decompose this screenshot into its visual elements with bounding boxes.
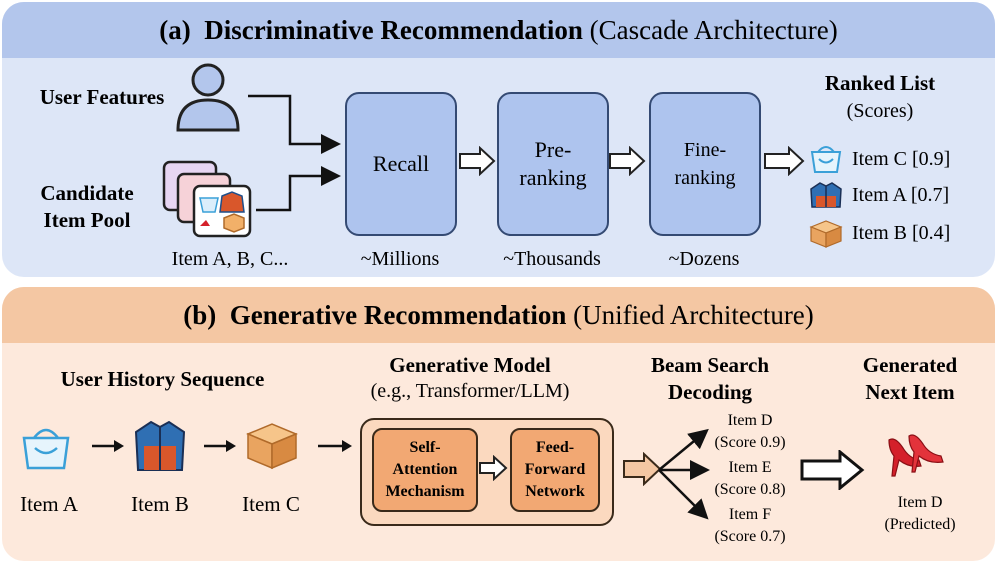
ranked-item-label: Item C [0.9] xyxy=(852,147,951,170)
history-arrow xyxy=(204,440,236,452)
user-features-label: User Features xyxy=(39,85,165,109)
stage-preranking-line1: Pre- xyxy=(534,137,572,162)
panel-a-title-bold: Discriminative Recommendation xyxy=(204,14,583,45)
self-attention-line1: Self- xyxy=(409,439,441,456)
self-attention-line3: Mechanism xyxy=(385,483,465,500)
self-attention-box: Self- Attention Mechanism xyxy=(372,428,478,512)
beam-item: Item D xyxy=(727,412,773,429)
panel-b-title: (b) Generative Recommendation (Unified A… xyxy=(2,287,995,343)
panel-b-title-bold: Generative Recommendation xyxy=(229,299,567,330)
stage-fineranking-line2: ranking xyxy=(674,167,736,189)
panel-discriminative: (a) Discriminative Recommendation (Casca… xyxy=(2,2,995,277)
history-item-label: Item C xyxy=(242,492,300,516)
history-arrow xyxy=(92,440,124,452)
history-item-label: Item B xyxy=(131,492,189,516)
history-to-model-arrow xyxy=(318,440,352,452)
history-item-label: Item A xyxy=(20,492,78,516)
beam-candidate: Item D (Score 0.9) xyxy=(700,410,800,454)
beam-search-line1: Beam Search xyxy=(650,353,769,377)
pool-items-label: Item A, B, C... xyxy=(171,248,289,270)
beam-candidate: Item E (Score 0.8) xyxy=(700,457,800,501)
bag-icon xyxy=(22,428,70,470)
generated-note: (Predicted) xyxy=(884,516,956,533)
ranked-item-label: Item A [0.7] xyxy=(852,183,950,206)
panel-a-title-prefix: (a) xyxy=(159,14,191,45)
stage-recall-label: Recall xyxy=(372,151,430,176)
stage-arrow-2 xyxy=(609,146,646,176)
candidate-pool-label: Candidate Item Pool xyxy=(22,180,152,234)
generated-item: Item D xyxy=(897,494,943,511)
box-icon xyxy=(809,220,843,248)
input-arrows xyxy=(248,94,341,212)
beam-search-line2: Decoding xyxy=(668,380,752,404)
ranked-list-title: Ranked List xyxy=(824,71,936,95)
ranked-list-subtitle: (Scores) xyxy=(846,100,914,122)
ranked-item: Item C [0.9] xyxy=(808,144,950,174)
jacket-icon xyxy=(134,420,186,471)
feed-forward-line1: Feed- xyxy=(535,439,575,456)
item-pool-cards-icon xyxy=(162,160,252,238)
beam-branches xyxy=(658,428,710,520)
generated-title-line1: Generated xyxy=(862,353,958,377)
stage-arrow-3 xyxy=(764,146,805,176)
stage-fineranking-line1: Fine- xyxy=(683,139,727,161)
panel-b-title-prefix: (b) xyxy=(183,299,217,330)
beam-search-title: Beam Search Decoding xyxy=(630,352,790,406)
self-attention-line2: Attention xyxy=(392,461,458,478)
generated-title: Generated Next Item xyxy=(832,352,988,406)
high-heels-icon xyxy=(888,434,944,477)
generated-title-line2: Next Item xyxy=(865,380,955,404)
generated-item-label: Item D (Predicted) xyxy=(860,492,980,536)
model-to-beam-arrow xyxy=(623,452,662,486)
candidate-pool-line2: Item Pool xyxy=(43,208,131,232)
beam-score: (Score 0.9) xyxy=(714,434,786,451)
box-icon xyxy=(246,423,298,470)
beam-item: Item F xyxy=(728,506,772,523)
jacket-icon xyxy=(810,182,842,208)
model-subtitle: (e.g., Transformer/LLM) xyxy=(370,380,570,402)
feed-forward-line2: Forward xyxy=(524,461,586,478)
stage-preranking-line2: ranking xyxy=(519,165,587,190)
stage-recall-scale: ~Millions xyxy=(360,248,440,270)
stage-recall: Recall xyxy=(345,92,457,236)
panel-a-title: (a) Discriminative Recommendation (Casca… xyxy=(2,2,995,58)
beam-candidate: Item F (Score 0.7) xyxy=(700,504,800,548)
feed-forward-box: Feed- Forward Network xyxy=(510,428,600,512)
attention-to-ffn-arrow xyxy=(479,455,508,481)
feed-forward-line3: Network xyxy=(525,483,585,500)
ranked-item: Item A [0.7] xyxy=(808,180,949,210)
bag-icon xyxy=(810,146,842,173)
beam-item: Item E xyxy=(728,459,772,476)
history-title: User History Sequence xyxy=(60,367,265,391)
user-icon xyxy=(176,63,240,132)
model-title: Generative Model xyxy=(389,353,551,377)
stage-preranking-scale: ~Thousands xyxy=(503,248,601,270)
beam-score: (Score 0.8) xyxy=(714,481,786,498)
ranked-item-label: Item B [0.4] xyxy=(852,221,951,244)
output-arrow xyxy=(800,450,865,490)
panel-a-title-rest: (Cascade Architecture) xyxy=(589,14,838,45)
stage-arrow-1 xyxy=(459,146,496,176)
stage-fineranking-scale: ~Dozens xyxy=(668,248,740,270)
panel-b-title-rest: (Unified Architecture) xyxy=(573,299,814,330)
ranked-item: Item B [0.4] xyxy=(808,218,950,248)
beam-score: (Score 0.7) xyxy=(714,528,786,545)
candidate-pool-line1: Candidate xyxy=(40,181,134,205)
stage-fineranking: Fine- ranking xyxy=(649,92,761,236)
stage-preranking: Pre- ranking xyxy=(497,92,609,236)
